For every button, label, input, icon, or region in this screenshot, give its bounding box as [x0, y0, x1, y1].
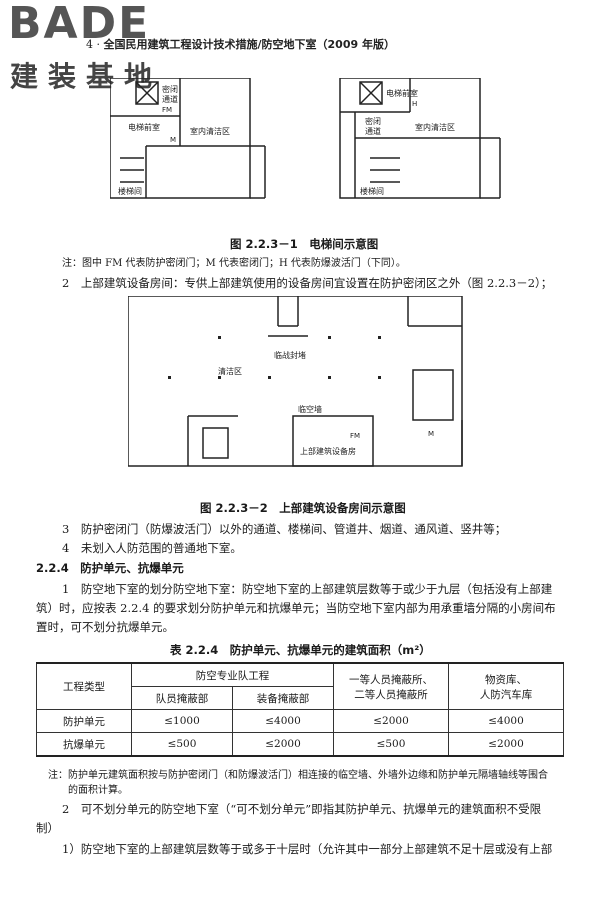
- label-m: M: [428, 430, 434, 438]
- cell: ≤500: [333, 732, 449, 757]
- th-type: 工程类型: [36, 662, 132, 710]
- label-right-h: H: [412, 100, 417, 108]
- table-caption: 表 2.2.4 防护单元、抗爆单元的建筑面积（m²）: [170, 643, 431, 657]
- label-left-stair: 楼梯间: [118, 186, 142, 196]
- page-number: 4: [86, 38, 93, 51]
- cell: ≤2000: [232, 732, 334, 757]
- label-temp: 临空墙: [298, 404, 322, 414]
- figure2-caption: 图 2.2.3－2 上部建筑设备房间示意图: [200, 501, 406, 515]
- figure-equipment-room-diagram: 临战封堵 清洁区 临空墙 上部建筑设备房 FM M: [128, 296, 463, 467]
- section-title: 防护单元、抗爆单元: [80, 561, 184, 575]
- table-row: 防护单元 ≤1000 ≤4000 ≤2000 ≤4000: [36, 709, 564, 733]
- th-sub1: 队员掩蔽部: [131, 686, 233, 710]
- note-2-line1: 注：防护单元建筑面积按与防护密闭门（和防爆波活门）相连接的临空墙、外墙外边缘和防…: [48, 770, 548, 781]
- cell: ≤1000: [131, 709, 233, 733]
- row-name: 防护单元: [36, 709, 132, 733]
- label-right-door2: 通道: [365, 126, 381, 136]
- figure-elevator-diagram: 密闭 通道 FM 电梯前室 室内清洁区 楼梯间 电梯前室 密闭 通道 室内清洁区…: [110, 78, 501, 199]
- item-4: 4 未划入人防范围的普通地下室。: [62, 541, 242, 555]
- th-sub2: 装备掩蔽部: [232, 686, 334, 710]
- item-3: 3 防护密闭门（防爆波活门）以外的通道、楼梯间、管道井、烟道、通风道、竖井等；: [62, 522, 507, 536]
- label-right-qian: 电梯前室: [386, 88, 418, 98]
- label-clean: 清洁区: [218, 366, 242, 376]
- para-2-line2: 制）: [36, 821, 59, 835]
- brand-logo: BADE: [8, 0, 151, 49]
- th-c4-line1: 物资库、: [485, 673, 527, 686]
- cell: ≤500: [131, 732, 233, 757]
- brand-logo-chinese: 建装基地: [10, 60, 163, 93]
- section-number: 2.2.4: [36, 561, 69, 575]
- label-fm: FM: [350, 432, 360, 440]
- note-2-line2: 的面积计算。: [48, 785, 128, 796]
- figure1-caption: 图 2.2.3－1 电梯间示意图: [230, 237, 379, 251]
- para-1: 1 防空地下室的划分防空地下室：防空地下室的上部建筑层数等于或少于九层（包括没有…: [62, 582, 553, 596]
- label-left-qian: 电梯前室: [128, 122, 160, 132]
- label-left-area: 室内清洁区: [190, 126, 230, 136]
- cell: ≤2000: [448, 732, 564, 757]
- cell: ≤4000: [448, 709, 564, 733]
- label-wall: 临战封堵: [274, 350, 306, 360]
- para-1-line3: 置时，可不划分抗爆单元。: [36, 620, 174, 634]
- cell: ≤4000: [232, 709, 334, 733]
- para-2: 2 可不划分单元的防空地下室（“可不划分单元”即指其防护单元、抗爆单元的建筑面积…: [62, 802, 542, 816]
- label-right-stair: 楼梯间: [360, 186, 384, 196]
- header-title: 全国民用建筑工程设计技术措施/防空地下室（2009 年版）: [103, 38, 395, 51]
- th-c3-line1: 一等人员掩蔽所、: [349, 673, 433, 686]
- cell: ≤2000: [333, 709, 449, 733]
- section-heading: 2.2.4 防护单元、抗爆单元: [36, 560, 184, 576]
- label-left-fm: FM: [162, 106, 172, 114]
- th-c3-line2: 二等人员掩蔽所: [354, 688, 428, 701]
- label-right-area: 室内清洁区: [415, 122, 455, 132]
- area-table: 工程类型 防空专业队工程 一等人员掩蔽所、二等人员掩蔽所 物资库、人防汽车库 队…: [36, 662, 564, 757]
- th-c4: 物资库、人防汽车库: [448, 662, 564, 710]
- label-left-door2: 通道: [162, 94, 178, 104]
- th-c3: 一等人员掩蔽所、二等人员掩蔽所: [333, 662, 449, 710]
- table-row: 抗爆单元 ≤500 ≤2000 ≤500 ≤2000: [36, 732, 564, 757]
- para-3: 1）防空地下室的上部建筑层数等于或多于十层时（允许其中一部分上部建筑不足十层或没…: [62, 842, 553, 856]
- para-1-line2: 筑）时，应按表 2.2.4 的要求划分防护单元和抗爆单元；当防空地下室内部为用承…: [36, 601, 556, 615]
- label-room: 上部建筑设备房: [300, 446, 356, 456]
- th-c4-line2: 人防汽车库: [479, 688, 533, 701]
- item-2: 2 上部建筑设备房间：专供上部建筑使用的设备房间宜设置在防护密闭区之外（图 2.…: [62, 276, 553, 290]
- row-name: 抗爆单元: [36, 732, 132, 757]
- note-1: 注：图中 FM 代表防护密闭门；M 代表密闭门；H 代表防爆波活门（下同）。: [62, 258, 406, 269]
- label-right-door: 密闭: [365, 116, 381, 126]
- label-left-door: 密闭: [162, 84, 178, 94]
- running-header: 4 · 全国民用建筑工程设计技术措施/防空地下室（2009 年版）: [86, 38, 395, 51]
- label-left-m: M: [170, 136, 176, 144]
- th-group: 防空专业队工程: [131, 662, 334, 687]
